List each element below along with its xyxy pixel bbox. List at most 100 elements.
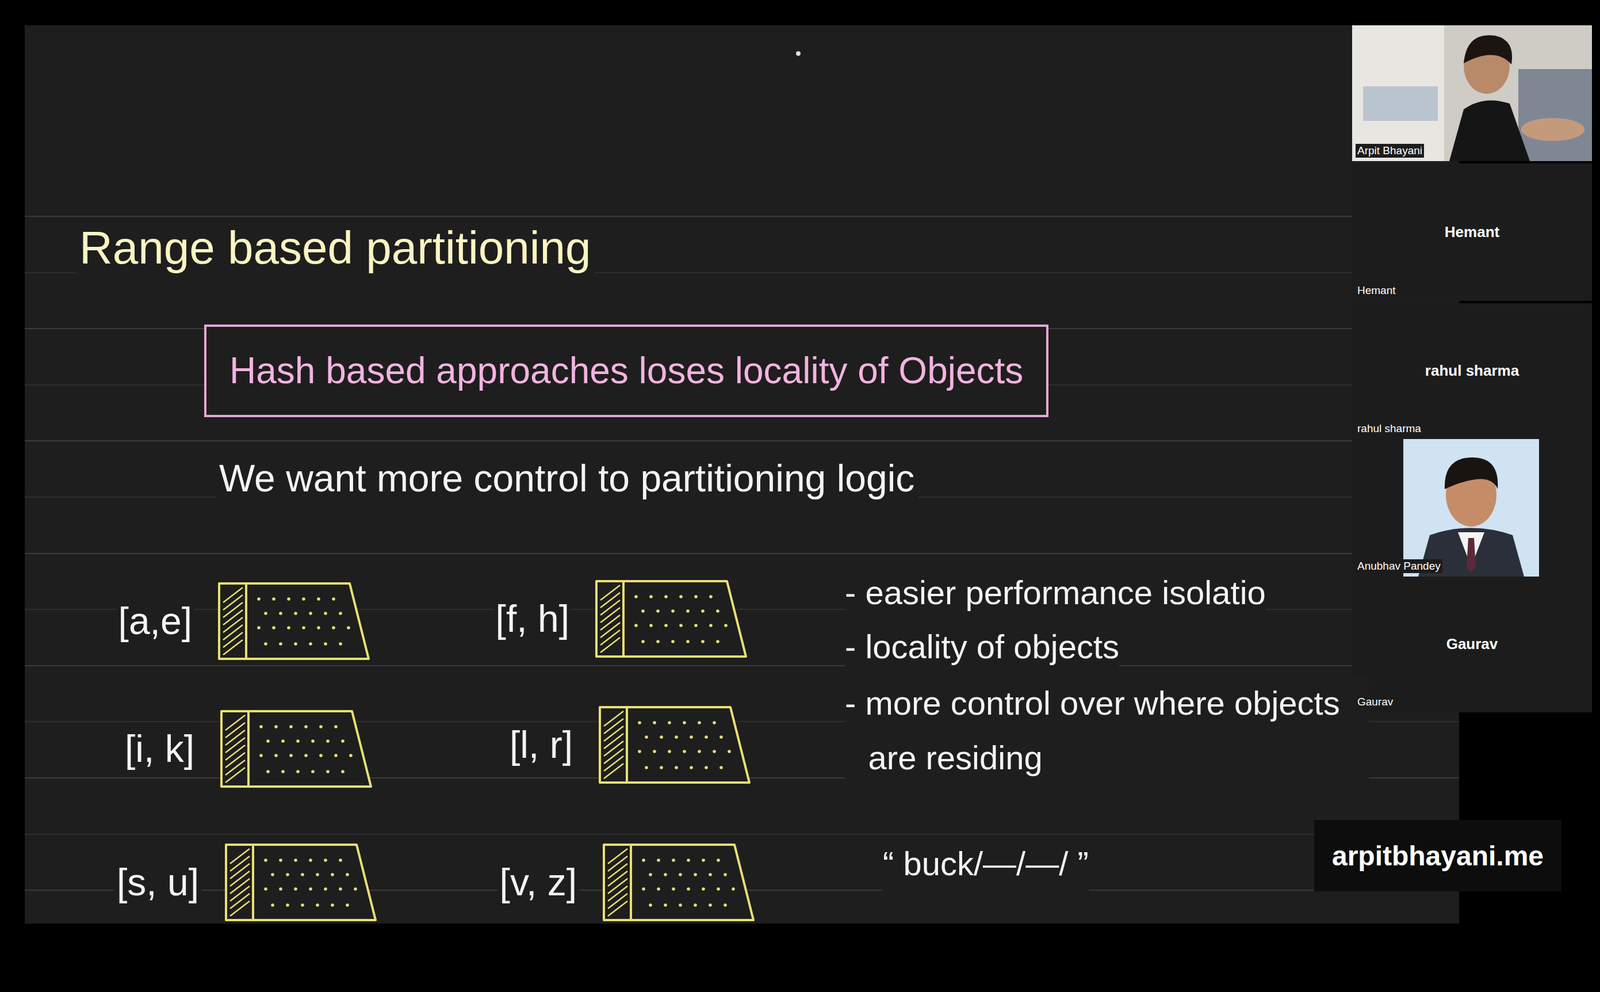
record-dot bbox=[323, 886, 328, 891]
hatch-stroke bbox=[223, 609, 243, 625]
partition-box: [v, z] bbox=[602, 842, 756, 922]
hatch-stroke bbox=[603, 748, 624, 764]
hatch-stroke bbox=[230, 900, 250, 916]
record-dot bbox=[263, 886, 268, 891]
participant-tile: rahul sharmarahul sharma bbox=[1352, 303, 1592, 439]
participant-tile bbox=[1352, 303, 1592, 439]
record-dot bbox=[285, 902, 290, 907]
record-dot bbox=[704, 735, 708, 739]
participant-name: Gaurav bbox=[1352, 635, 1592, 653]
record-dot bbox=[663, 902, 668, 907]
ruled-line bbox=[24, 833, 1460, 835]
partition-shape bbox=[224, 842, 378, 922]
record-dot bbox=[326, 769, 330, 773]
record-dot bbox=[709, 594, 713, 599]
photo-hair bbox=[1444, 457, 1498, 489]
record-dot bbox=[341, 739, 345, 743]
record-dot bbox=[304, 724, 308, 729]
record-dot bbox=[641, 609, 645, 613]
record-dot bbox=[686, 858, 691, 862]
ruled-line bbox=[24, 215, 1460, 217]
partition-box: [a,e] bbox=[217, 581, 371, 661]
record-dot bbox=[671, 639, 675, 643]
partition-divider bbox=[625, 706, 629, 783]
record-dot bbox=[723, 872, 727, 876]
ruled-line bbox=[24, 664, 1460, 666]
record-dot bbox=[334, 724, 338, 729]
record-dot bbox=[334, 753, 338, 757]
record-dot bbox=[652, 749, 657, 753]
record-dot bbox=[274, 753, 278, 757]
record-dot bbox=[301, 625, 306, 630]
participant-caption: Arpit Bhayani bbox=[1355, 143, 1425, 158]
participant-caption: Anubhav Pandey bbox=[1355, 559, 1443, 573]
partition-outline bbox=[226, 844, 376, 920]
record-dot bbox=[257, 625, 261, 630]
notes-panel bbox=[24, 25, 1460, 924]
record-dot bbox=[659, 735, 664, 739]
range-label: [a,e] bbox=[116, 599, 195, 643]
profile-photo bbox=[1403, 438, 1540, 577]
record-dot bbox=[286, 625, 291, 630]
hatch-stroke bbox=[225, 767, 246, 783]
record-dot bbox=[671, 858, 676, 862]
record-dot bbox=[281, 739, 285, 743]
hatch-stroke bbox=[600, 592, 620, 608]
hatch-stroke bbox=[225, 722, 246, 738]
record-dot bbox=[346, 625, 351, 630]
record-dot bbox=[300, 902, 305, 907]
record-dot bbox=[678, 902, 683, 907]
hatch-stroke bbox=[600, 637, 620, 653]
record-dot bbox=[338, 611, 343, 615]
record-dot bbox=[708, 872, 713, 876]
record-dot bbox=[712, 749, 717, 753]
hatch-stroke bbox=[603, 763, 624, 779]
hatch-stroke bbox=[225, 729, 246, 745]
hatch-stroke bbox=[225, 744, 246, 760]
participant-tile bbox=[1352, 163, 1592, 301]
record-dot bbox=[341, 769, 345, 773]
record-dot bbox=[281, 769, 285, 773]
hatch-stroke bbox=[223, 632, 243, 648]
record-dot bbox=[259, 753, 263, 757]
watermark-box: arpitbhayani.me bbox=[1314, 819, 1562, 891]
record-dot bbox=[731, 886, 736, 891]
hatch-stroke bbox=[600, 614, 620, 630]
record-dot bbox=[296, 769, 300, 773]
record-dot bbox=[674, 765, 679, 769]
box-text: Hash based approaches loses locality of … bbox=[229, 348, 1024, 393]
partition-divider bbox=[245, 583, 248, 659]
record-dot bbox=[644, 765, 649, 769]
record-dot bbox=[686, 609, 690, 613]
record-dot bbox=[701, 639, 705, 643]
hatch-stroke bbox=[225, 759, 246, 775]
record-dot bbox=[708, 902, 713, 907]
record-dot bbox=[257, 596, 261, 601]
partition-box: [i, k] bbox=[219, 709, 373, 788]
hatch-stroke bbox=[607, 870, 628, 886]
hatch-stroke bbox=[223, 602, 243, 618]
ruled-line bbox=[24, 439, 1460, 442]
record-dot bbox=[712, 720, 717, 725]
hatch-stroke bbox=[607, 900, 628, 916]
hatch-stroke bbox=[230, 863, 250, 879]
record-dot bbox=[679, 623, 683, 627]
record-dot bbox=[266, 769, 270, 773]
record-dot bbox=[656, 609, 660, 613]
record-dot bbox=[716, 858, 721, 862]
note-box: Hash based approaches loses locality of … bbox=[204, 324, 1049, 417]
record-dot bbox=[641, 639, 645, 643]
partition-divider bbox=[622, 580, 625, 657]
record-dot bbox=[315, 872, 320, 876]
partition-outline bbox=[221, 710, 371, 787]
record-dot bbox=[649, 623, 653, 627]
partition-outline bbox=[603, 844, 754, 920]
webcam-person-hand bbox=[1521, 117, 1585, 141]
participant-tile: Anubhav Pandey bbox=[1352, 438, 1592, 577]
record-dot bbox=[697, 749, 702, 753]
record-dot bbox=[331, 625, 336, 630]
record-dot bbox=[716, 639, 720, 643]
record-dot bbox=[716, 609, 720, 613]
